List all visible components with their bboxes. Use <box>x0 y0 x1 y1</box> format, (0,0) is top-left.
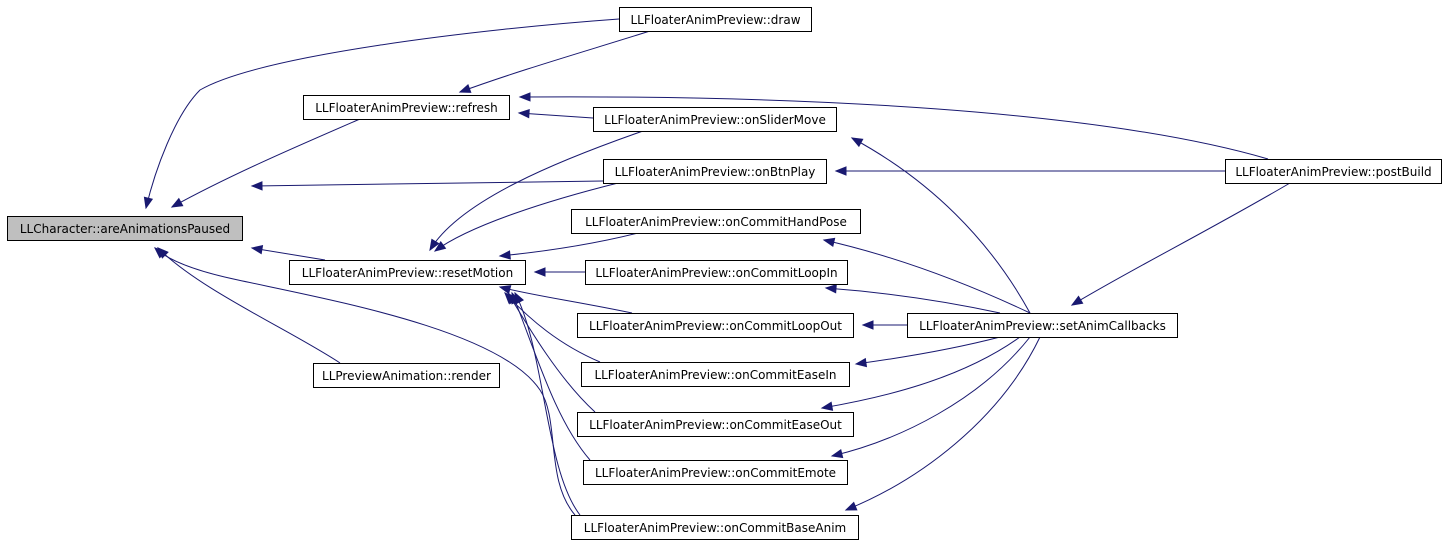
node-draw[interactable]: LLFloaterAnimPreview::draw <box>619 7 812 32</box>
edge-set_anim_cb-to-base_anim <box>844 336 1041 511</box>
arrowhead <box>854 357 868 368</box>
edge-btn_play-to-are_paused <box>250 180 604 191</box>
edge-post_build-to-btn_play <box>834 166 1225 176</box>
node-box <box>571 209 861 234</box>
node-set-anim-cb[interactable]: LLFloaterAnimPreview::setAnimCallbacks <box>907 313 1178 338</box>
arrowhead <box>250 181 263 191</box>
arrowhead <box>517 108 530 119</box>
node-label: LLFloaterAnimPreview::draw <box>630 13 800 27</box>
node-btn-play[interactable]: LLFloaterAnimPreview::onBtnPlay <box>603 159 827 184</box>
node-label: LLFloaterAnimPreview::postBuild <box>1235 165 1431 179</box>
node-box <box>581 362 850 387</box>
arrowhead <box>170 197 184 208</box>
arrowhead <box>429 238 440 252</box>
node-loop-in[interactable]: LLFloaterAnimPreview::onCommitLoopIn <box>585 260 848 285</box>
edge-set_anim_cb-to-emote <box>830 336 1031 459</box>
node-label: LLCharacter::areAnimationsPaused <box>20 222 230 236</box>
arrowhead <box>533 267 546 277</box>
node-label: LLFloaterAnimPreview::onCommitLoopOut <box>589 319 842 333</box>
node-label: LLFloaterAnimPreview::onCommitLoopIn <box>595 266 837 280</box>
node-label: LLFloaterAnimPreview::onCommitBaseAnim <box>584 521 846 535</box>
arrowhead <box>834 166 847 176</box>
node-box <box>313 363 500 388</box>
node-loop-out[interactable]: LLFloaterAnimPreview::onCommitLoopOut <box>577 313 854 338</box>
node-label: LLFloaterAnimPreview::resetMotion <box>302 266 513 280</box>
edge-set_anim_cb-to-loop_in <box>824 284 1001 314</box>
edge-draw-to-refresh <box>458 30 651 93</box>
edge-set_anim_cb-to-hand_pose <box>822 237 1031 314</box>
node-label: LLFloaterAnimPreview::onCommitEaseIn <box>594 368 836 382</box>
node-box <box>619 7 812 32</box>
arrowhead <box>850 137 864 148</box>
node-slider-move[interactable]: LLFloaterAnimPreview::onSliderMove <box>593 107 837 132</box>
node-label: LLFloaterAnimPreview::onCommitHandPose <box>585 215 847 229</box>
edge-btn_play-to-reset_motion <box>433 182 619 252</box>
node-reset-motion[interactable]: LLFloaterAnimPreview::resetMotion <box>289 260 526 285</box>
node-box <box>571 515 859 540</box>
edge-post_build-to-refresh <box>518 92 1269 160</box>
edge-base_anim-to-reset_motion <box>514 291 581 516</box>
node-label: LLFloaterAnimPreview::onCommitEmote <box>595 466 836 480</box>
arrowhead <box>844 501 858 511</box>
node-emote[interactable]: LLFloaterAnimPreview::onCommitEmote <box>583 460 848 485</box>
node-preview-render[interactable]: LLPreviewAnimation::render <box>313 363 500 388</box>
node-label: LLFloaterAnimPreview::refresh <box>315 101 498 115</box>
arrowhead <box>143 196 154 210</box>
call-edges <box>143 18 1291 516</box>
node-post-build[interactable]: LLFloaterAnimPreview::postBuild <box>1225 159 1442 184</box>
arrowhead <box>820 401 834 411</box>
node-box <box>303 95 510 120</box>
node-box <box>593 107 837 132</box>
edge-slider_move-to-refresh <box>517 108 594 119</box>
node-ease-in[interactable]: LLFloaterAnimPreview::onCommitEaseIn <box>581 362 850 387</box>
node-base-anim[interactable]: LLFloaterAnimPreview::onCommitBaseAnim <box>571 515 859 540</box>
edge-set_anim_cb-to-slider_move <box>850 137 1031 314</box>
node-box <box>577 313 854 338</box>
edge-set_anim_cb-to-loop_out <box>861 320 907 330</box>
node-box <box>583 460 848 485</box>
arrowhead <box>458 83 472 93</box>
node-label: LLPreviewAnimation::render <box>322 369 491 383</box>
arrowhead <box>830 448 844 459</box>
node-box <box>585 260 848 285</box>
arrowhead <box>433 240 447 252</box>
edge-reset_motion-to-are_paused <box>250 245 326 261</box>
edge-base_anim-to-are_paused <box>153 247 576 516</box>
edge-loop_out-to-reset_motion <box>498 285 633 314</box>
edge-set_anim_cb-to-ease_in <box>854 336 1001 368</box>
edge-refresh-to-are_paused <box>170 118 361 208</box>
node-box <box>577 412 854 437</box>
node-hand-pose[interactable]: LLFloaterAnimPreview::onCommitHandPose <box>571 209 861 234</box>
arrowhead <box>498 285 512 295</box>
node-box <box>907 313 1178 338</box>
node-ease-out[interactable]: LLFloaterAnimPreview::onCommitEaseOut <box>577 412 854 437</box>
arrowhead <box>518 92 531 102</box>
arrowhead <box>250 245 264 255</box>
arrowhead <box>153 247 166 259</box>
arrowhead <box>498 250 511 260</box>
arrowhead <box>1070 295 1084 306</box>
edge-set_anim_cb-to-ease_out <box>820 336 1021 411</box>
function-nodes: LLCharacter::areAnimationsPausedLLFloate… <box>7 7 1442 540</box>
edge-hand_pose-to-reset_motion <box>498 232 639 260</box>
edge-draw-to-are_paused <box>143 18 620 210</box>
arrowhead <box>822 237 836 247</box>
arrowhead <box>514 291 525 305</box>
node-label: LLFloaterAnimPreview::onBtnPlay <box>615 165 816 179</box>
node-box <box>603 159 827 184</box>
node-box <box>1225 159 1442 184</box>
node-box <box>7 216 243 241</box>
node-box <box>289 260 526 285</box>
node-label: LLFloaterAnimPreview::onCommitEaseOut <box>589 418 842 432</box>
node-label: LLFloaterAnimPreview::onSliderMove <box>604 113 826 127</box>
node-label: LLFloaterAnimPreview::setAnimCallbacks <box>919 319 1166 333</box>
arrowhead <box>824 284 837 294</box>
edge-post_build-to-set_anim_cb <box>1070 182 1291 306</box>
edge-loop_in-to-reset_motion <box>533 267 585 277</box>
node-are-paused[interactable]: LLCharacter::areAnimationsPaused <box>7 216 243 241</box>
node-refresh[interactable]: LLFloaterAnimPreview::refresh <box>303 95 510 120</box>
arrowhead <box>861 320 874 330</box>
